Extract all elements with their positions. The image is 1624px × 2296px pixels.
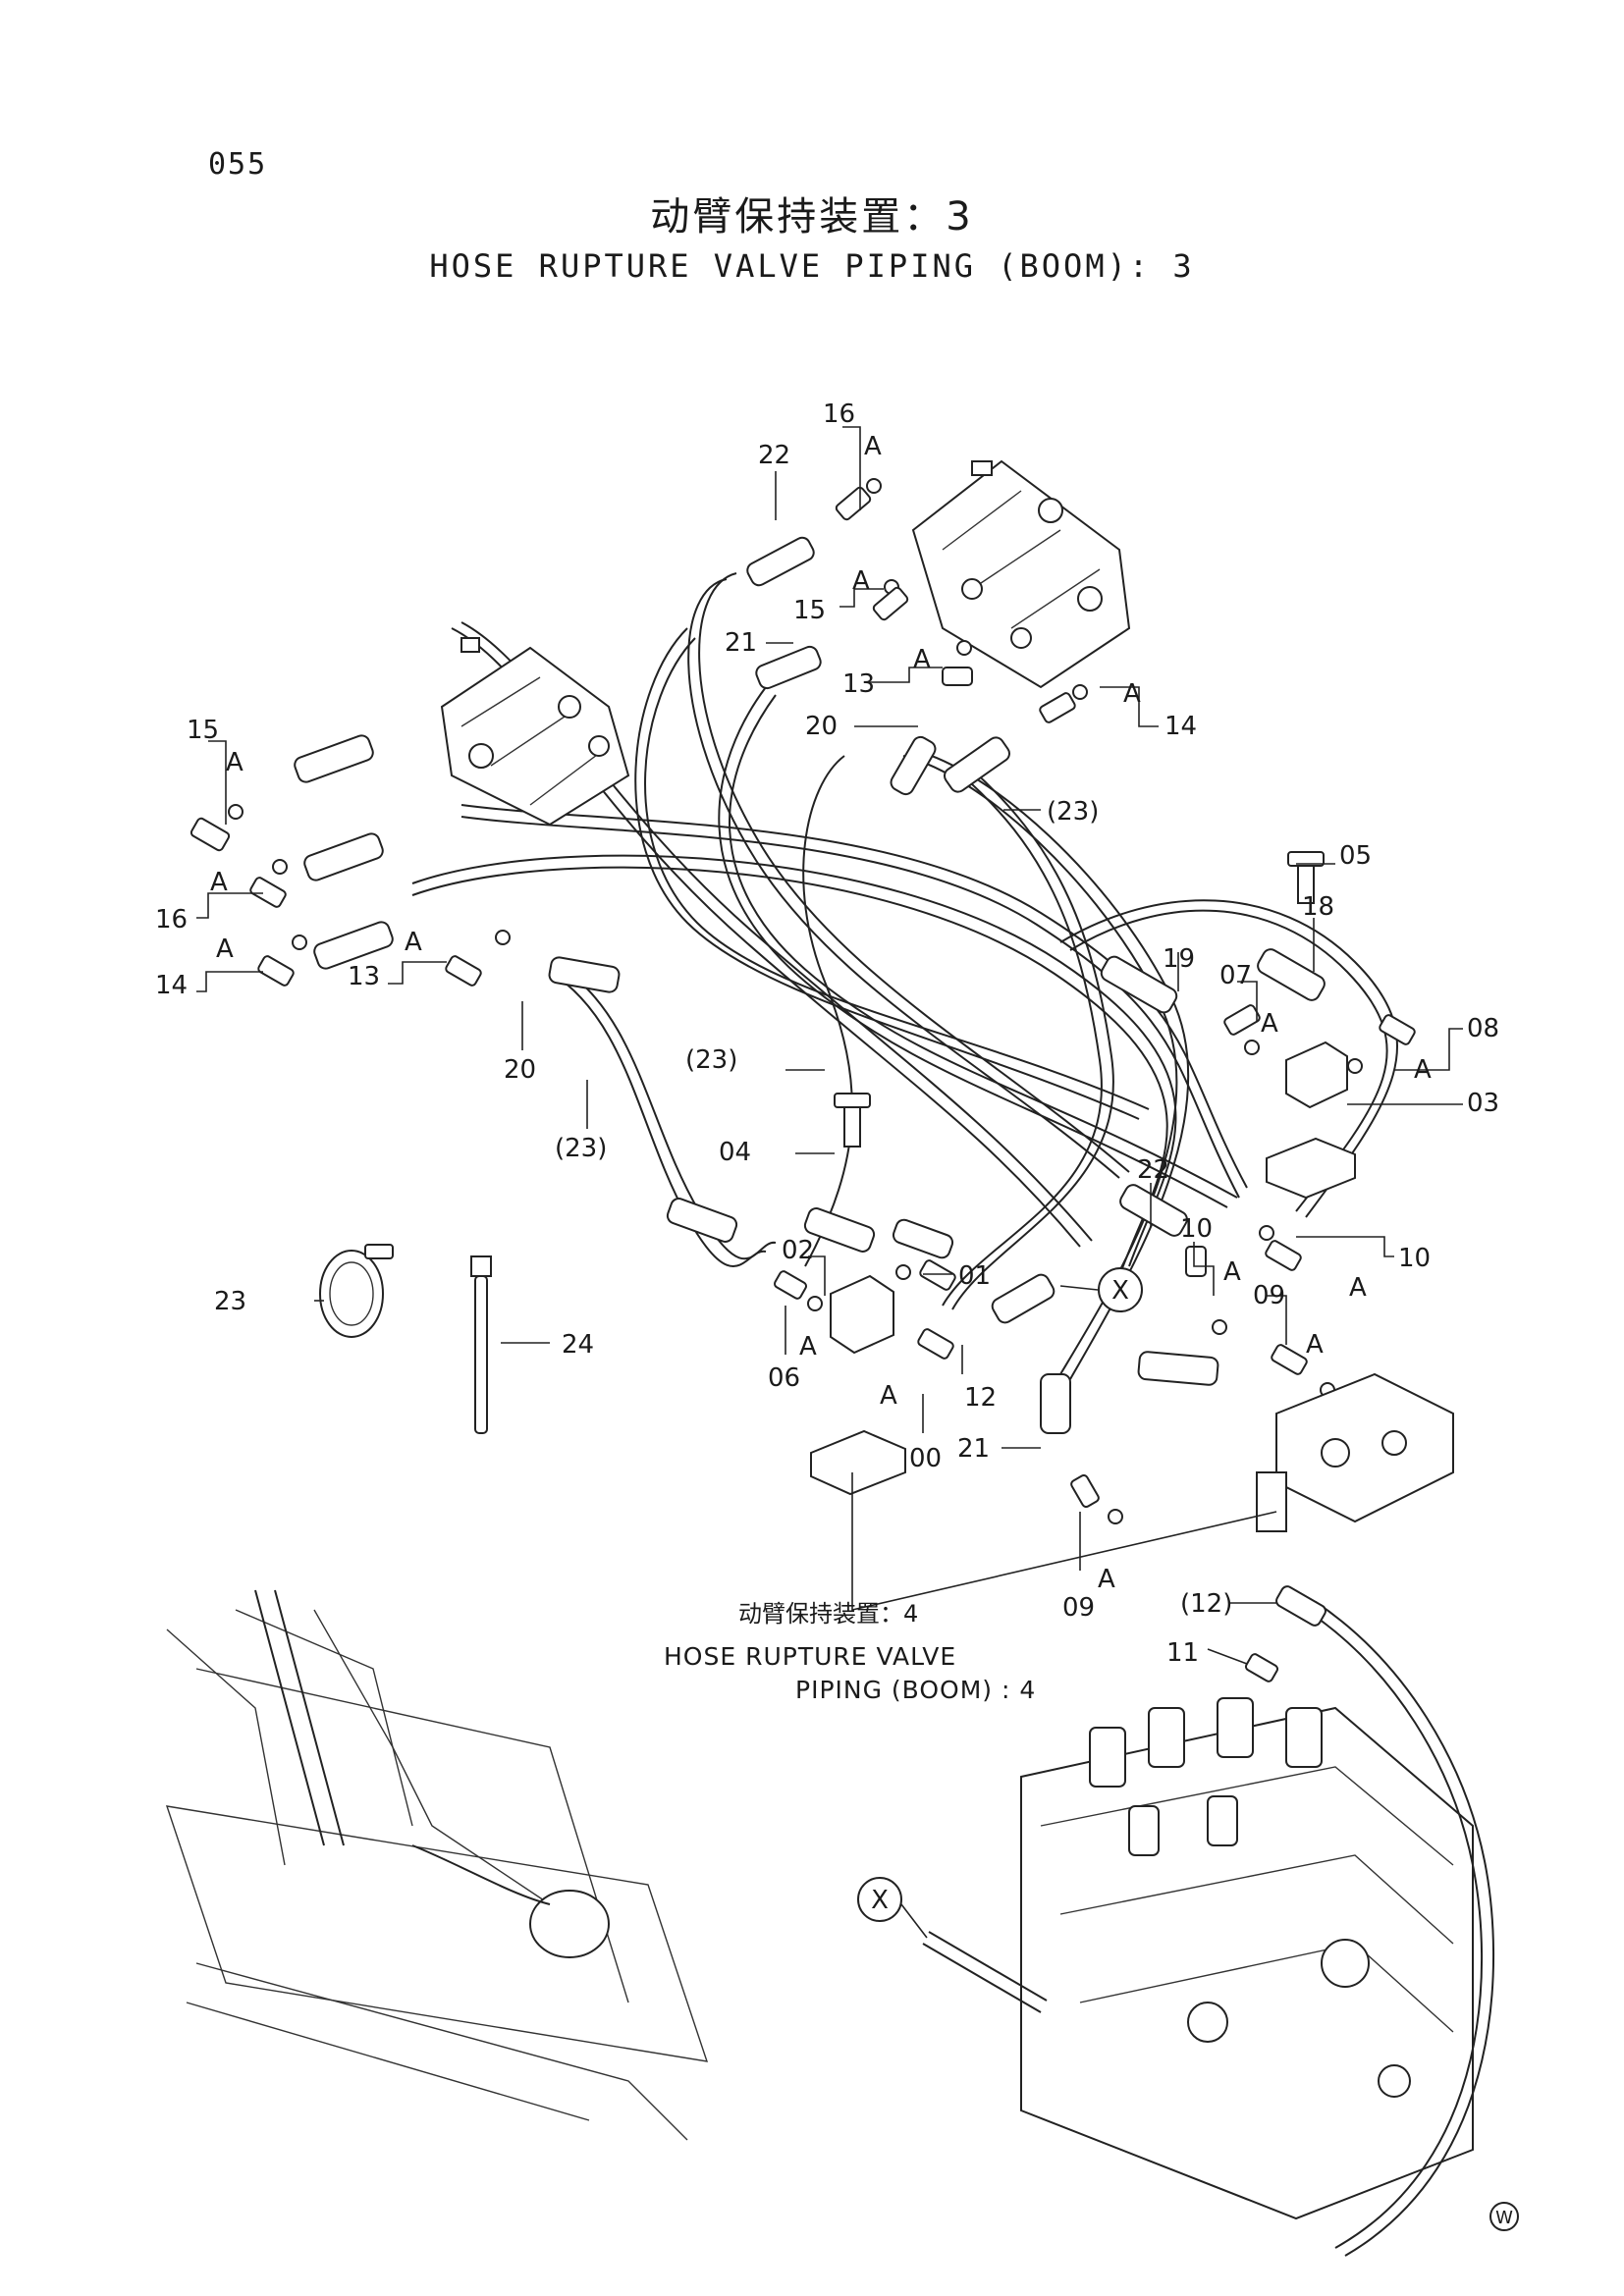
callout-21-mid: 21: [957, 1434, 990, 1464]
bracket-lines: [851, 1472, 1277, 1612]
seal-mark-a: A: [852, 566, 870, 596]
seal-marks: A A A A A A A A A A A A A A A A: [210, 432, 1432, 1594]
cable-tie: [470, 1255, 492, 1434]
svg-text:W: W: [1495, 2208, 1513, 2228]
callout-00: 00: [909, 1444, 942, 1473]
callout-06: 06: [768, 1363, 800, 1393]
seal-mark-a: A: [1306, 1330, 1324, 1360]
callout-02: 02: [782, 1236, 814, 1265]
switch-block-left: [810, 1093, 906, 1496]
control-valve-sketch: [922, 1585, 1495, 2257]
seal-mark-a: A: [405, 928, 422, 957]
view-marker-x-top: X: [1059, 1267, 1143, 1312]
seal-mark-a: A: [880, 1381, 897, 1411]
callout-23: 23: [214, 1287, 246, 1316]
callout-22-mid: 22: [1137, 1155, 1169, 1185]
callout-01: 01: [958, 1261, 991, 1291]
callout-13-left: 13: [348, 962, 380, 991]
seal-mark-a: A: [226, 748, 244, 777]
callout-07: 07: [1219, 961, 1252, 990]
callout-23-top: (23): [1047, 797, 1099, 827]
machine-overview-sketch: [165, 1589, 709, 2141]
callout-10-a: 10: [1180, 1214, 1213, 1244]
callout-16-left: 16: [155, 905, 188, 934]
seal-mark-a: A: [1098, 1565, 1115, 1594]
page-title-en: HOSE RUPTURE VALVE PIPING (BOOM): 3: [429, 247, 1195, 285]
seal-mark-a: A: [1261, 1009, 1278, 1039]
callout-09-a: 09: [1253, 1281, 1285, 1310]
callout-18: 18: [1302, 892, 1334, 922]
callout-21-top: 21: [725, 628, 757, 658]
seal-mark-a: A: [1223, 1257, 1241, 1287]
page-number: 055: [208, 147, 268, 182]
seal-mark-a: A: [210, 868, 228, 897]
callout-03: 03: [1467, 1089, 1499, 1118]
view-marker-x-bottom: X: [857, 1877, 928, 1939]
callout-16-top: 16: [823, 400, 855, 429]
page-code-w: W: [1489, 2202, 1519, 2231]
callout-labels: 16 22 15 21 13 20 14 (23) 05 18 15 16 14…: [155, 400, 1499, 1668]
callout-14-top: 14: [1164, 712, 1197, 741]
seal-mark-a: A: [1123, 679, 1141, 709]
seal-mark-a: A: [864, 432, 882, 461]
cross-reference: 动臂保持装置：4 HOSE RUPTURE VALVE PIPING (BOOM…: [664, 1600, 1036, 1704]
callout-23-mid: (23): [685, 1045, 737, 1075]
hose-fittings: [294, 536, 1326, 1434]
leader-lines: [196, 426, 1463, 1665]
seal-mark-a: A: [913, 645, 931, 674]
svg-text:X: X: [871, 1886, 889, 1915]
svg-text:X: X: [1111, 1276, 1129, 1306]
callout-12-ref: (12): [1180, 1589, 1232, 1619]
adapters: [189, 486, 1416, 1509]
page-title-cn: 动臂保持装置：3: [650, 194, 974, 240]
callout-20-top: 20: [805, 712, 838, 741]
switch-block-right: [1266, 851, 1356, 1200]
callout-09-b: 09: [1062, 1593, 1095, 1623]
reference-title-en-2: PIPING (BOOM) : 4: [795, 1676, 1036, 1704]
callout-19: 19: [1163, 944, 1195, 974]
callout-23-left: (23): [555, 1134, 607, 1163]
reference-title-cn: 动臂保持装置：4: [738, 1600, 918, 1628]
seal-mark-a: A: [799, 1332, 817, 1362]
boom-valve-top-left: [440, 637, 630, 827]
seal-mark-a: A: [216, 934, 234, 964]
callout-10-b: 10: [1398, 1244, 1431, 1273]
callout-24: 24: [562, 1330, 594, 1360]
callout-14-left: 14: [155, 971, 188, 1000]
o-rings: [228, 478, 1363, 1524]
boom-valve-top-right: [911, 459, 1131, 689]
callout-12: 12: [964, 1383, 997, 1413]
seal-mark-a: A: [1349, 1273, 1367, 1303]
boom-valve-lower: [1256, 1372, 1454, 1532]
callout-20-left: 20: [504, 1055, 536, 1085]
callout-15-left: 15: [187, 716, 219, 745]
callout-05: 05: [1339, 841, 1372, 871]
callout-08: 08: [1467, 1014, 1499, 1043]
reference-title-en-1: HOSE RUPTURE VALVE: [664, 1642, 956, 1671]
callout-04: 04: [719, 1138, 751, 1167]
callout-15-top: 15: [793, 596, 826, 625]
callout-11: 11: [1166, 1638, 1199, 1668]
hose-clamp: [319, 1244, 394, 1338]
seal-mark-a: A: [1414, 1055, 1432, 1085]
callout-22-top: 22: [758, 441, 790, 470]
callout-13-top: 13: [842, 669, 875, 699]
